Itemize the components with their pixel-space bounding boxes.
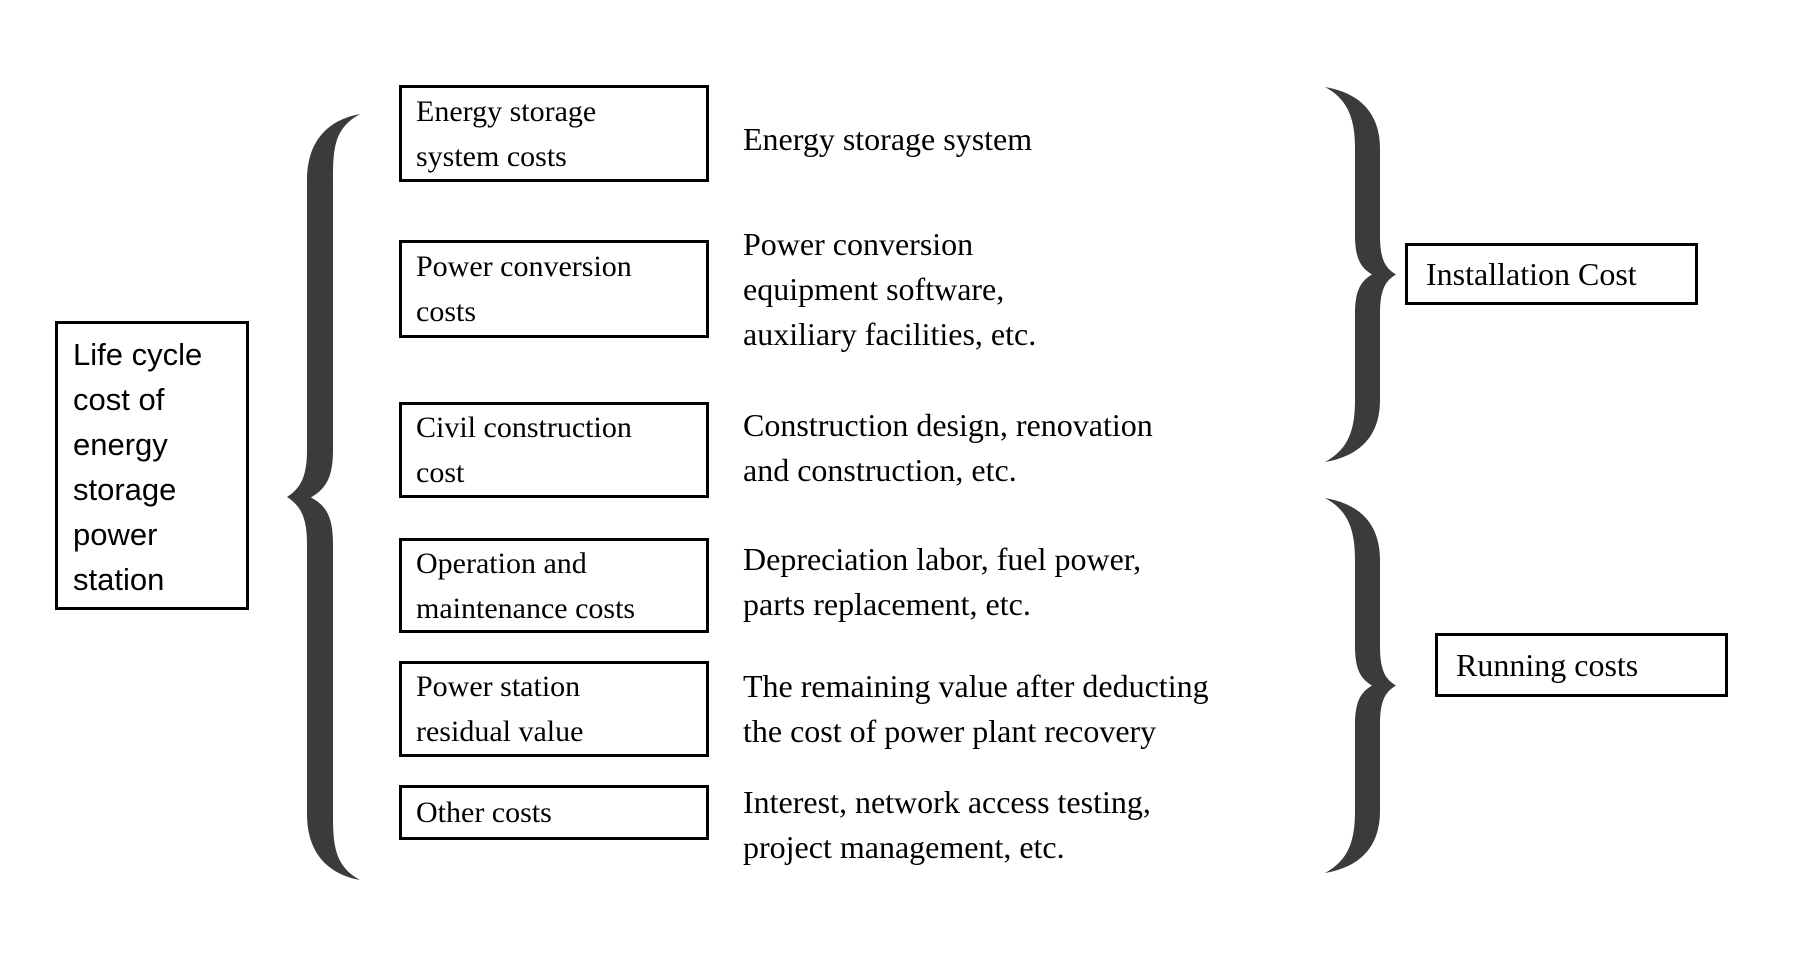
cost-item-description-other-costs: Interest, network access testing, projec… (743, 784, 1151, 865)
left-brace (287, 114, 360, 880)
group-label-installation-cost: Installation Cost (1405, 243, 1698, 305)
cost-item-box-other-costs: Other costs (399, 785, 709, 840)
cost-item-description-operation-maintenance: Depreciation labor, fuel power, parts re… (743, 541, 1142, 622)
cost-item-box-power-conversion: Power conversion costs (399, 240, 709, 338)
cost-item-box-operation-maintenance: Operation and maintenance costs (399, 538, 709, 633)
cost-item-description-power-conversion: Power conversion equipment software, aux… (743, 226, 1037, 352)
group-label-running-costs: Running costs (1435, 633, 1728, 697)
cost-item-description-civil-construction: Construction design, renovation and cons… (743, 407, 1153, 488)
cost-item-box-residual-value: Power station residual value (399, 661, 709, 757)
running-costs-brace (1325, 498, 1396, 873)
cost-item-box-energy-storage-system: Energy storage system costs (399, 85, 709, 182)
life-cycle-cost-root-box: Life cycle cost of energy storage power … (55, 321, 249, 610)
cost-item-description-residual-value: The remaining value after deducting the … (743, 668, 1209, 749)
cost-item-description-energy-storage-system: Energy storage system (743, 121, 1033, 157)
cost-item-box-civil-construction: Civil construction cost (399, 402, 709, 498)
installation-cost-brace (1325, 87, 1396, 462)
